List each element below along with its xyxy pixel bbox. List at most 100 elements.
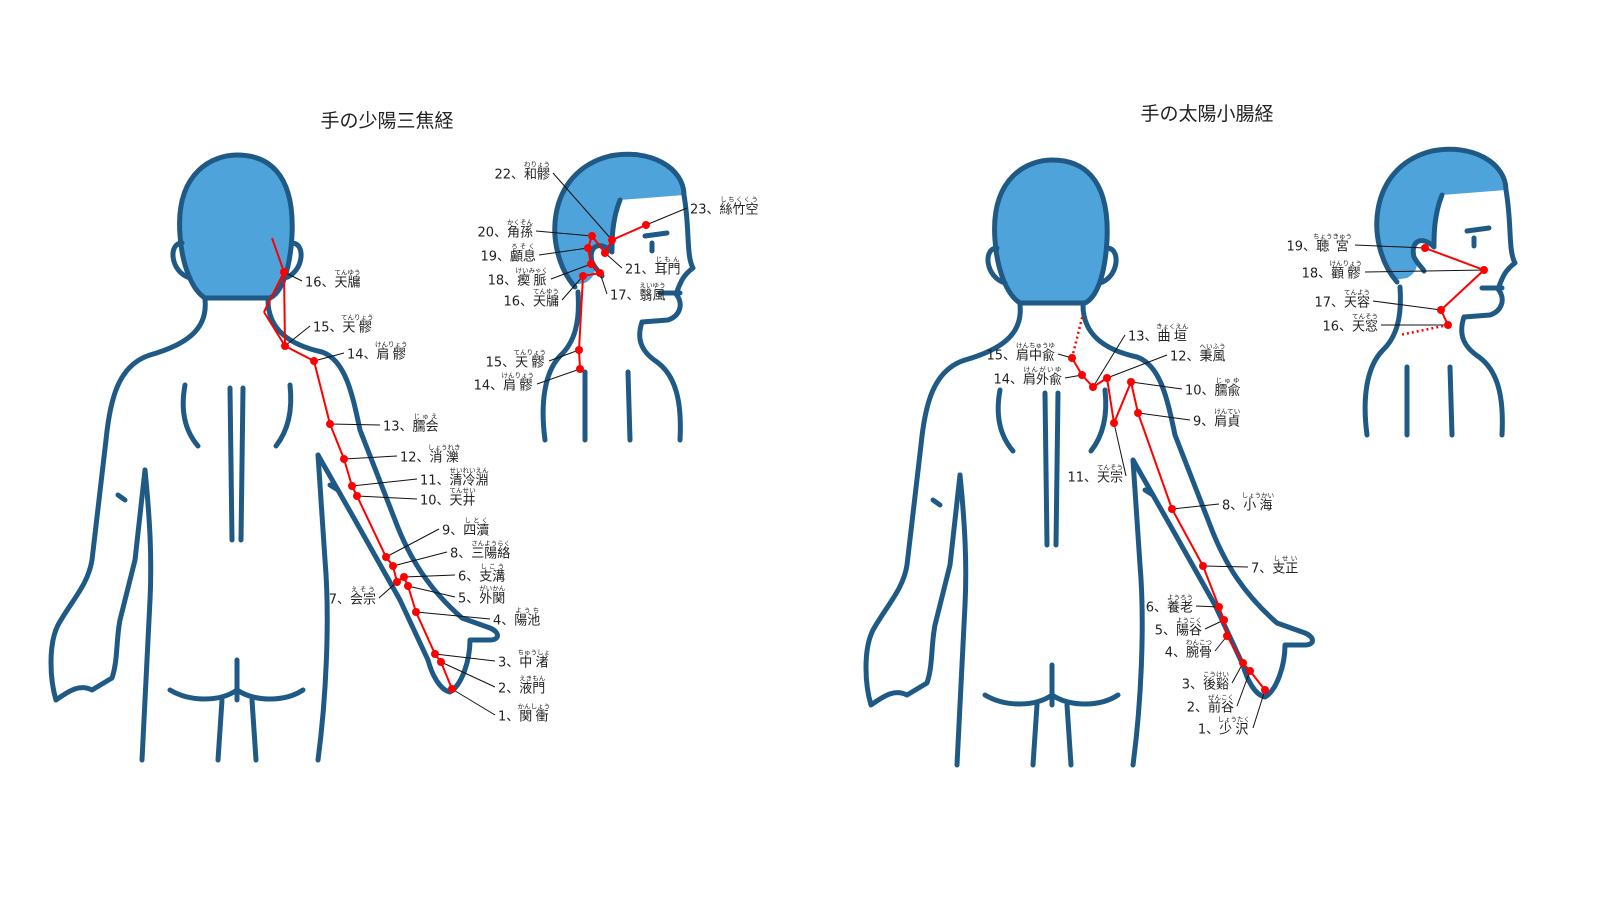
leader-line — [1171, 503, 1220, 510]
acupoint-kanji: 顴髎 — [1329, 266, 1362, 282]
acupoint-number: 15、 — [313, 320, 343, 336]
acupoint-label: 4、陽池ようち — [493, 606, 541, 629]
acupoint-dot — [584, 244, 592, 252]
acupoint-number: 7、 — [328, 592, 350, 608]
leader-line — [1202, 565, 1249, 568]
acupoint-name: 肩外兪けんがいゆ — [1023, 366, 1062, 387]
acupoint-number: 21、 — [625, 262, 655, 278]
leader-line — [536, 368, 581, 385]
acupoint-name: 清冷淵せいれいえん — [450, 467, 489, 488]
acupoint-dot — [448, 685, 456, 693]
leader-line — [1236, 670, 1251, 707]
title-sanjiao-meridian: 手の少陽三焦経 — [320, 110, 454, 132]
acupoint-dot — [1239, 659, 1247, 667]
acupoint-dot — [642, 221, 650, 229]
acupoint-number: 17、 — [610, 288, 640, 304]
acupoint-kanji: 肩髎 — [374, 347, 408, 363]
acupoint-number: 1、 — [498, 709, 520, 725]
acupoint-reading: がいかん — [479, 584, 506, 593]
acupoint-label: 2、液門えきもん — [498, 674, 545, 697]
acupoint-label: 17、天容てんよう — [1314, 288, 1370, 311]
acupoint-name: 小海しょうかい — [1242, 492, 1275, 513]
acupoint-name: 臑会じゅえ — [412, 413, 439, 435]
acupoint-reading: ようこく — [1175, 616, 1202, 625]
acupoint-number: 9、 — [442, 523, 464, 539]
acupoint-kanji: 絲竹空 — [719, 202, 759, 218]
acupoint-number: 3、 — [498, 655, 520, 671]
acupoint-number: 7、 — [1251, 561, 1273, 577]
acupoint-label: 3、中渚ちゅうしょ — [498, 648, 550, 671]
acupoint-dot — [404, 582, 412, 590]
acupoint-name: 天容てんよう — [1343, 289, 1370, 311]
acupoint-number: 1、 — [1197, 722, 1220, 738]
acupoint-number: 16、 — [305, 275, 335, 291]
acupoint-number: 2、 — [498, 681, 520, 697]
meridian-segment — [1424, 247, 1485, 271]
meridian-dotted-segment — [1399, 323, 1449, 337]
acupoint-name: 関衝かんしょう — [518, 703, 551, 724]
acupoint-number: 9、 — [1193, 414, 1215, 430]
acupoint-kanji: 秉風 — [1199, 349, 1226, 365]
acupoint-number: 3、 — [1181, 677, 1203, 693]
acupoint-name: 秉風へいふう — [1199, 343, 1226, 365]
acupoint-reading: じゅゆ — [1214, 376, 1241, 385]
acupoint-number: 16、 — [1322, 319, 1352, 335]
acupoint-dot — [393, 578, 401, 586]
acupoint-number: 15、 — [986, 348, 1016, 364]
acupoint-label: 19、顱息ろそく — [480, 242, 536, 265]
meridian-segment — [284, 345, 315, 362]
leader-line — [552, 172, 613, 241]
acupoint-reading: しこう — [479, 562, 506, 571]
acupoint-number: 2、 — [1186, 700, 1208, 716]
leader-line — [548, 349, 580, 362]
acupoint-name: 天井てんせい — [450, 487, 476, 508]
acupoint-name: 翳風えいゆう — [639, 282, 666, 304]
acupoint-name: 天髎てんりょう — [341, 314, 374, 335]
acupoint-label: 18、瘈脈けいみゃく — [487, 266, 548, 289]
meridian-segment — [1130, 381, 1139, 414]
leader-line — [343, 455, 398, 460]
acupoint-name: 顱息ろそく — [510, 243, 536, 264]
acupoint-reading: さんようらく — [471, 539, 511, 548]
acupoint-reading: えそう — [349, 585, 376, 594]
acupoint-reading: こうけい — [1202, 670, 1229, 679]
acupoint-number: 8、 — [450, 546, 472, 562]
acupoint-reading: けんりょう — [1329, 259, 1363, 268]
acupoint-dot — [1127, 378, 1135, 386]
meridian-segment — [343, 458, 353, 487]
acupoint-reading: けんりょう — [374, 340, 408, 349]
acupoint-label: 15、肩中兪けんちゅうゆ — [986, 341, 1055, 364]
acupoint-reading: しょうたく — [1217, 715, 1251, 724]
acupoint-reading: てんよう — [1343, 288, 1370, 297]
acupoint-kanji: 翳風 — [639, 288, 666, 304]
acupoint-name: 前谷ぜんこく — [1208, 694, 1234, 715]
acupoint-label: 6、支溝しこう — [458, 562, 506, 584]
acupoint-kanji: 後谿 — [1202, 677, 1229, 693]
acupoint-dot — [1437, 306, 1445, 314]
leader-line — [538, 247, 589, 256]
acupoint-label: 13、臑会じゅえ — [383, 412, 439, 435]
acupoint-number: 12、 — [400, 450, 430, 466]
acupoint-kanji: 天容 — [1343, 295, 1370, 311]
leader-line — [407, 585, 456, 598]
acupoint-reading: ちょうきゅう — [1313, 232, 1352, 241]
acupoint-number: 16、 — [503, 294, 533, 310]
acupoint-label: 1、少沢しょうたく — [1197, 715, 1251, 738]
acupoint-kanji: 臑会 — [412, 419, 439, 435]
acupoint-dot — [340, 455, 348, 463]
acupoint-dot — [575, 346, 583, 354]
acupoint-name: 支正しせい — [1272, 555, 1298, 576]
acupoint-number: 18、 — [487, 273, 518, 289]
acupoint-reading: てんそう — [1351, 312, 1378, 321]
acupoint-number: 6、 — [1145, 600, 1167, 616]
acupoint-reading: ようろう — [1166, 593, 1193, 602]
acupoint-name: 天髎てんりょう — [514, 349, 547, 370]
acupoint-kanji: 陽池 — [514, 613, 541, 629]
acupoint-kanji: 肩中兪 — [1015, 348, 1055, 364]
acupoint-number: 19、 — [480, 249, 510, 265]
acupoint-reading: てんりょう — [340, 313, 374, 322]
acupoint-dot — [608, 236, 616, 244]
side-head-right — [1365, 149, 1515, 435]
acupoint-kanji: 会宗 — [349, 592, 376, 608]
acupoint-dot — [382, 553, 390, 561]
